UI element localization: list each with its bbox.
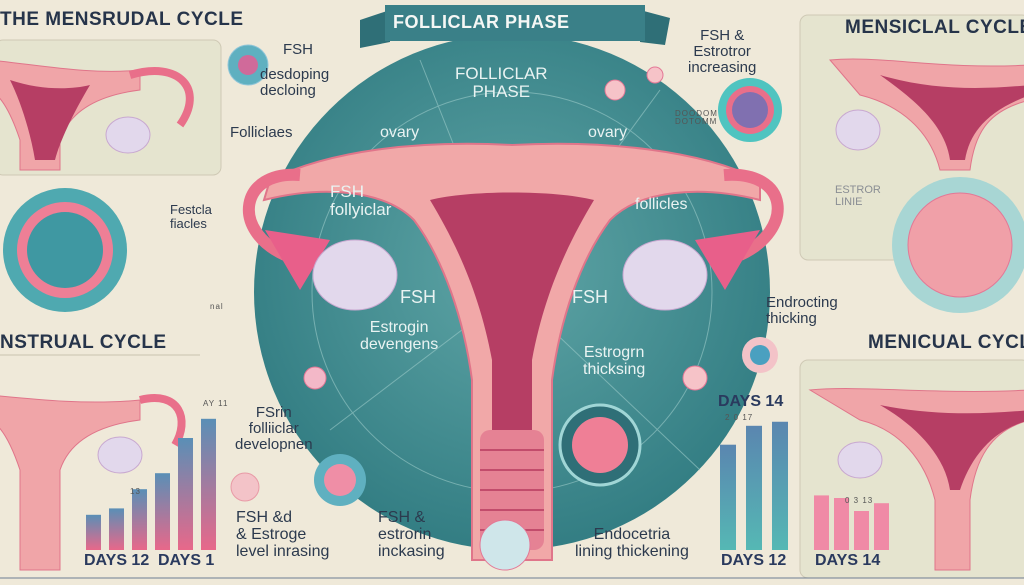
bar bbox=[720, 444, 736, 550]
bar bbox=[854, 511, 869, 550]
bar bbox=[132, 489, 147, 550]
left-title-mid: NSTRUAL CYCLE bbox=[0, 332, 167, 353]
right-ovary bbox=[622, 239, 708, 311]
folliclaes-label: Folliclaes bbox=[230, 124, 293, 141]
central-uterus bbox=[242, 142, 784, 561]
fsh-label: FSH bbox=[283, 41, 313, 58]
days-label: DAYS 14 bbox=[718, 393, 784, 410]
fsh-left-label: FSH bbox=[400, 287, 436, 307]
bar bbox=[201, 418, 216, 550]
right-title-top: MENSICLAL CYCLE bbox=[845, 17, 1024, 38]
bar-label: 2 0 17 bbox=[725, 413, 754, 422]
bar-label: AY 11 bbox=[203, 399, 229, 408]
bar-label: 0 3 13 bbox=[845, 496, 874, 505]
left-ovary bbox=[312, 239, 398, 311]
bar bbox=[814, 495, 829, 550]
bar bbox=[155, 473, 170, 550]
bar bbox=[874, 503, 889, 550]
right-title-mid: MENICUAL CYCLE bbox=[868, 332, 1024, 353]
days-label: DAYS 1 bbox=[158, 552, 215, 569]
bar bbox=[178, 438, 193, 550]
ovary-label-right: ovary bbox=[588, 124, 628, 141]
follicles-label: follicles bbox=[635, 196, 688, 213]
ovary-label-left: ovary bbox=[380, 124, 420, 141]
mini-label: nal bbox=[210, 302, 224, 311]
days-label: DAYS 14 bbox=[815, 552, 881, 569]
bar bbox=[746, 425, 762, 550]
days-label: DAYS 12 bbox=[84, 552, 150, 569]
bar bbox=[86, 514, 101, 550]
fsh-right-label: FSH bbox=[572, 287, 608, 307]
days-label: DAYS 12 bbox=[721, 552, 787, 569]
phase-banner: FOLLICLAR PHASE bbox=[393, 12, 570, 32]
bar-label: 13 bbox=[130, 487, 141, 496]
left-title-top: THE MENSRUDAL CYCLE bbox=[0, 9, 244, 30]
bar bbox=[772, 421, 788, 550]
bar bbox=[109, 508, 124, 550]
bar bbox=[834, 498, 849, 550]
